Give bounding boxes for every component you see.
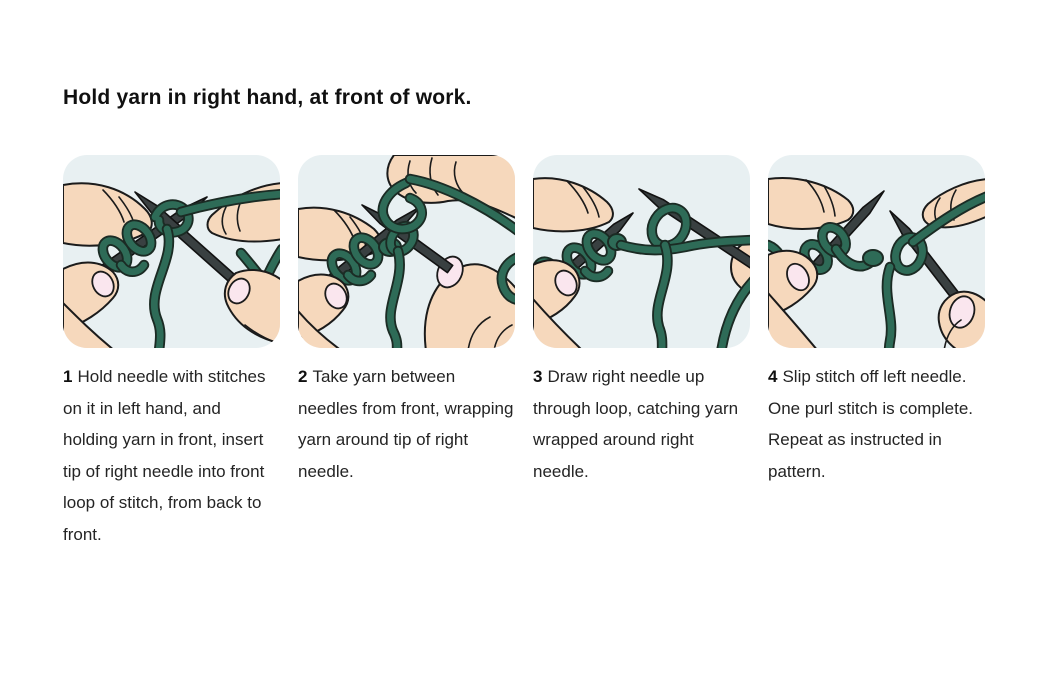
hanging-yarn xyxy=(657,245,667,348)
step-text: Take yarn between needles from front, wr… xyxy=(298,367,514,481)
hanging-yarn xyxy=(154,229,169,348)
step-text: Slip stitch off left needle. One purl st… xyxy=(768,367,974,481)
yarn xyxy=(768,196,985,290)
left-arm xyxy=(533,177,614,233)
right-hand xyxy=(223,268,280,345)
step-text: Hold needle with stitches on it in left … xyxy=(63,367,266,544)
step-number: 4 xyxy=(768,367,778,386)
step-4-panel xyxy=(768,155,985,348)
yarn xyxy=(562,202,750,348)
left-hand xyxy=(63,261,120,348)
page-title: Hold yarn in right hand, at front of wor… xyxy=(63,86,472,110)
step-3-panel xyxy=(533,155,750,348)
right-hand xyxy=(423,255,515,348)
hanging-yarn xyxy=(390,251,399,348)
step-1-panel xyxy=(63,155,280,348)
step-2-panel xyxy=(298,155,515,348)
left-hand xyxy=(533,259,582,348)
left-hand xyxy=(768,249,819,348)
right-hand xyxy=(937,290,985,348)
step-text: Draw right needle up through loop, catch… xyxy=(533,367,739,481)
step-4-illustration-icon xyxy=(768,177,985,348)
step-2-illustration-icon xyxy=(298,155,515,348)
step-3-illustration-icon xyxy=(533,177,750,348)
step-number: 3 xyxy=(533,367,543,386)
left-hand xyxy=(298,273,350,348)
step-1-illustration-icon xyxy=(63,182,280,348)
step-number: 1 xyxy=(63,367,73,386)
step-number: 2 xyxy=(298,367,308,386)
hanging-yarn xyxy=(887,267,891,348)
left-arm xyxy=(768,177,855,230)
